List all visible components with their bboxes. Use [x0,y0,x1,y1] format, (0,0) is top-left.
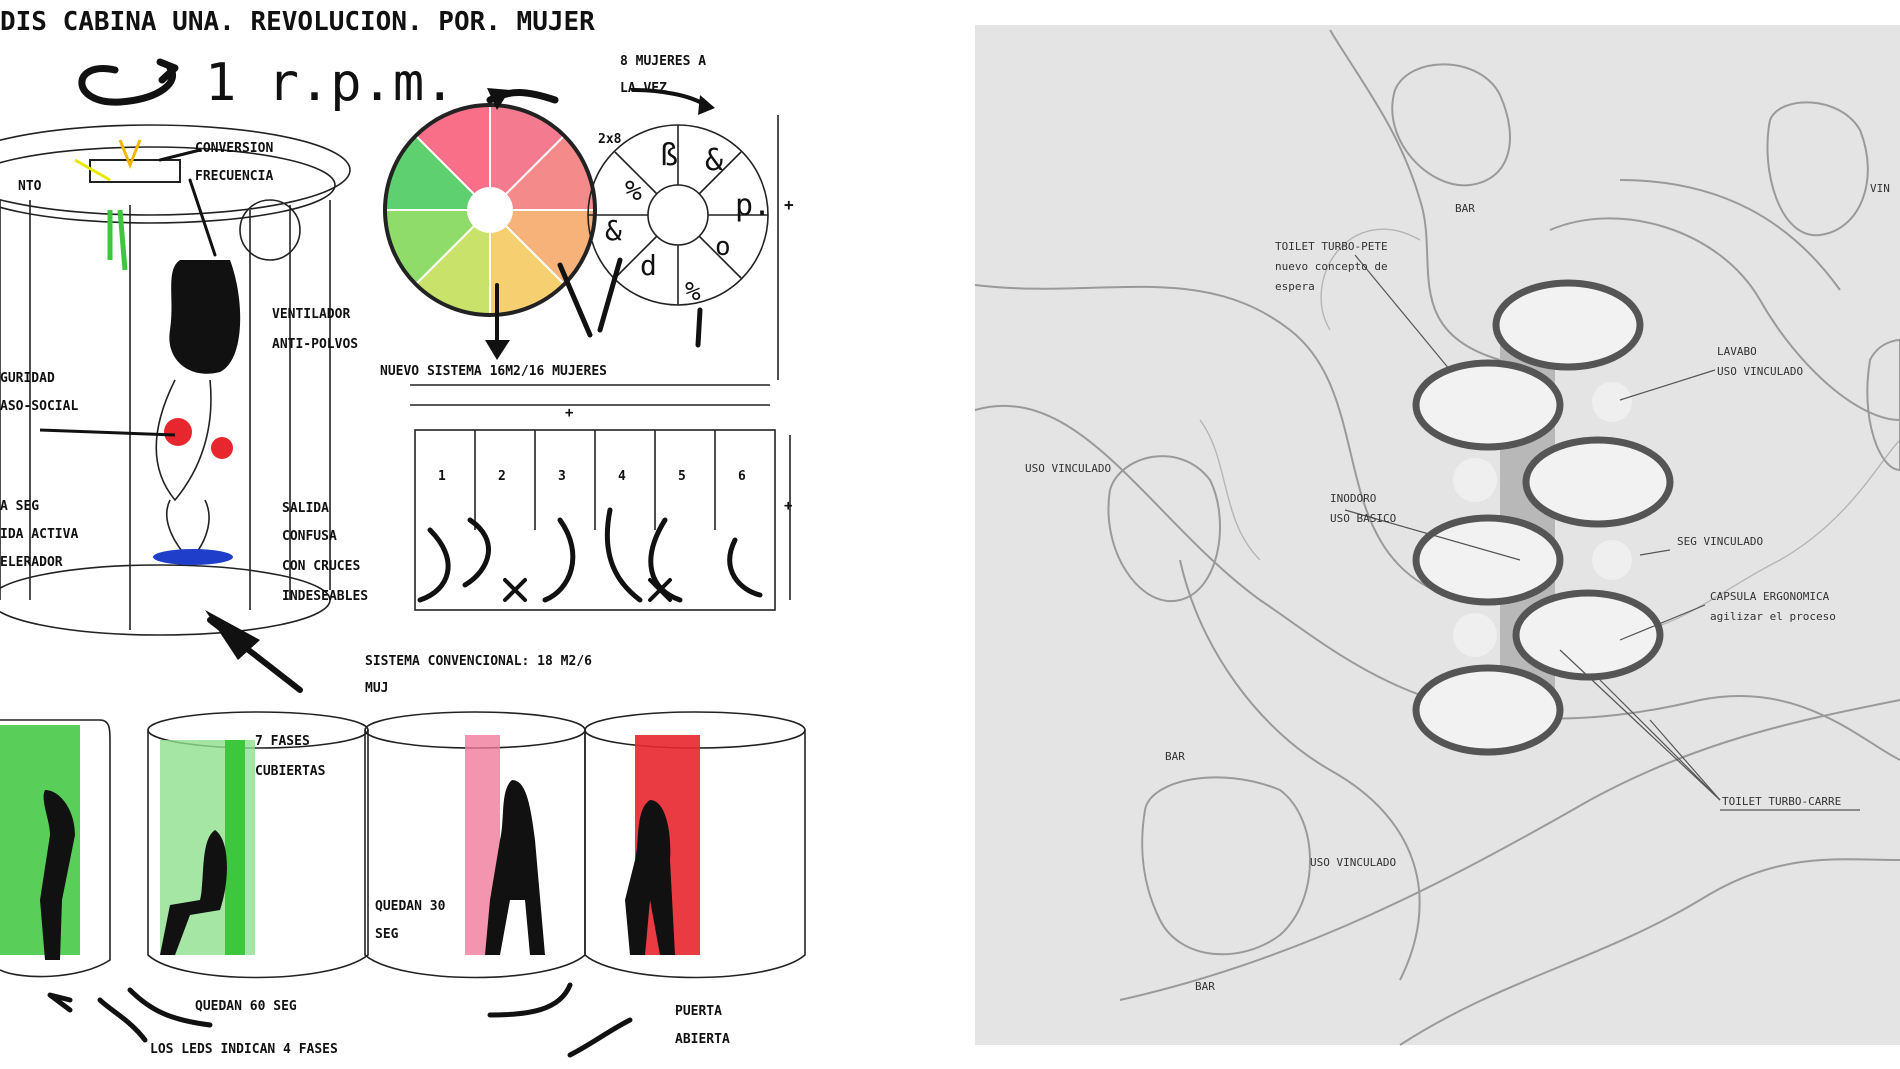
salida-label-4: INDESEABLES [282,589,368,604]
pod-4 [1412,514,1564,606]
svg-text:%: % [685,277,701,307]
stall-numbers: 1 2 3 4 5 6 [438,469,746,484]
seated-silhouette-icon [160,830,227,955]
hair-figure-icon [169,260,241,374]
rpm-label: 1 r.p.m. [205,53,455,113]
pod-3 [1522,436,1674,528]
plan-label-capsula-2: agilizar el proceso [1710,610,1836,623]
plan-label-toilet-turbo-3: espera [1275,280,1315,293]
rotation-arrowhead-icon [156,58,179,84]
plan-label-lavabo-1: LAVABO [1717,345,1757,358]
top-note-2: LA VEZ [620,81,667,96]
salida-label-2: CONFUSA [282,529,337,544]
left-label-5: IDA ACTIVA [0,527,78,542]
woman-silhouette-icon [40,790,75,960]
plan-label-bar: BAR [1165,750,1185,763]
quedan-30-label-2: SEG [375,927,399,942]
ventilador-label-2: ANTI-POLVOS [272,337,358,352]
plan-label-toilet-turbo-1: TOILET TURBO-PETE [1275,240,1388,253]
plan-label-inodoro-2: USO BASICO [1330,512,1396,525]
fases-label-1: 7 FASES [255,734,310,749]
wheel-rim [383,103,597,317]
quedan-60-label: QUEDAN 60 SEG [195,999,297,1014]
plan-label-uso-vinculado-left: USO VINCULADO [1025,462,1111,475]
pod-cluster [1412,279,1674,756]
standing-silhouette-icon [485,780,545,955]
fases-label-2: CUBIERTAS [255,764,326,779]
women-wheel: ß & % p. & o d % [557,88,771,348]
plan-label-right-edge: VIN [1870,182,1890,195]
stall-number: 3 [558,469,566,484]
plan-label-inodoro-1: INODORO [1330,492,1376,505]
plan-label-toilet-turbo-2: nuevo concepto de [1275,260,1388,273]
quedan-30-label-1: QUEDAN 30 [375,899,446,914]
cabin-sketch [0,124,351,693]
left-label-3: ASO-SOCIAL [0,399,78,414]
circulation-lines [974,29,1900,1046]
conversion-label-1: CONVERSION [195,141,273,156]
left-label-2: GURIDAD [0,371,55,386]
phase-cabins [0,711,806,1058]
pod-5 [1512,589,1664,681]
pod-1 [1412,359,1564,451]
plan-label-top-bar: BAR [1455,202,1475,215]
top-note-1: 8 MUJERES A [620,54,706,69]
svg-text:+: + [565,405,573,421]
svg-text:&: & [605,214,622,247]
svg-text:+: + [784,195,794,214]
plan-panel: BAR TOILET TURBO-PETE nuevo concepto de … [974,25,1900,1046]
stall-number: 1 [438,469,446,484]
convencional-label-2: MUJ [365,681,388,696]
left-label-4: A SEG [0,499,39,514]
svg-text:%: % [625,174,642,207]
plan-label-seg-vinculado: SEG VINCULADO [1677,535,1763,548]
stalls-block [414,429,776,611]
green-led-icon [107,209,128,271]
rotation-arrow-icon [78,64,176,106]
plan-label-capsula-1: CAPSULA ERGONOMICA [1710,590,1830,603]
svg-text:+: + [784,498,792,514]
plan-label-bar-bottom: BAR [1195,980,1215,993]
svg-text:ß: ß [660,138,678,173]
stall-number: 6 [738,469,746,484]
sketch-panel: DIS CABINA UNA. REVOLUCION. POR. MUJER 1… [0,7,806,1058]
svg-text:o: o [715,232,731,262]
conversion-label-2: FRECUENCIA [195,169,273,184]
left-label-6: ELERADOR [0,555,63,570]
sketch-title: DIS CABINA UNA. REVOLUCION. POR. MUJER [0,7,595,37]
stall-number: 2 [498,469,506,484]
pod-6 [1412,664,1564,756]
plan-label-lavabo-2: USO VINCULADO [1717,365,1803,378]
left-label-1: NTO [18,179,42,194]
blue-pad-icon [153,549,233,565]
nuevo-sistema-label: NUEVO SISTEMA 16M2/16 MUJERES [380,364,607,379]
stall-number: 4 [618,469,626,484]
leds-label: LOS LEDS INDICAN 4 FASES [150,1042,338,1057]
stall-number: 5 [678,469,686,484]
puerta-label-2: ABIERTA [675,1032,730,1047]
svg-text:d: d [640,249,657,282]
puerta-label-1: PUERTA [675,1004,722,1019]
salida-label-1: SALIDA [282,501,329,516]
pointer-arrow-icon [205,610,260,660]
walking-silhouette-icon [625,800,675,955]
svg-text:p.: p. [735,188,771,223]
plan-label-toilet-turbo-carre: TOILET TURBO-CARRE [1722,795,1841,808]
leader-lines [1344,254,1860,811]
wheel-note: 2x8 [598,132,622,147]
color-wheel [383,103,597,317]
pod-2 [1492,279,1644,371]
svg-text:&: & [705,143,723,178]
plan-label-uso-vinculado-bottom: USO VINCULADO [1310,856,1396,869]
salida-label-3: CON CRUCES [282,559,360,574]
convencional-label-1: SISTEMA CONVENCIONAL: 18 M2/6 [365,654,592,669]
ventilador-label-1: VENTILADOR [272,307,350,322]
